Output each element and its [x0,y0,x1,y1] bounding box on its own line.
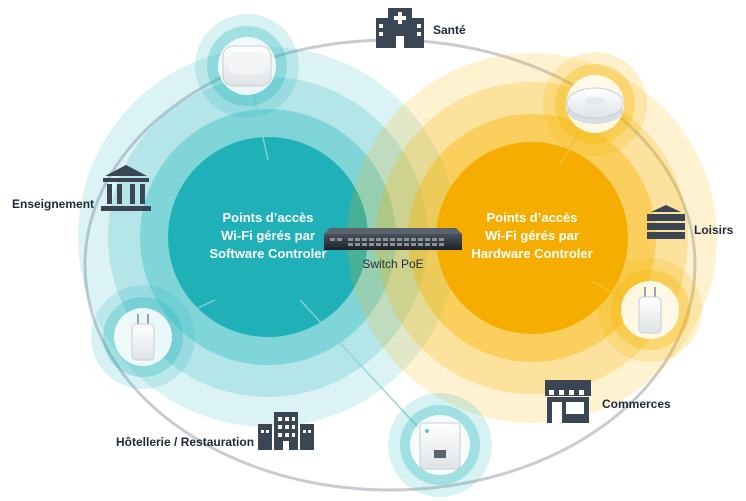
hotel-icon [258,412,314,450]
right-hub-text: Points d’accès Wi-Fi gérés par Hardware … [471,210,592,261]
right-hub-line-2: Wi-Fi gérés par [485,228,579,243]
right-hub-line-3: Hardware Controler [471,246,592,261]
store-icon [545,380,591,423]
stadium-icon [647,205,685,239]
wall-plate-ap-icon [419,422,461,470]
switch-label: Switch PoE [362,257,423,271]
hospital-icon [376,8,424,48]
sector-label-enseignement: Enseignement [12,197,94,211]
outdoor-ap-icon [638,287,662,334]
sector-label-hotellerie: Hôtellerie / Restauration [116,435,254,449]
sector-label-loisirs: Loisirs [694,223,734,237]
school-icon [101,165,151,211]
right-hub-line-1: Points d’accès [486,210,577,225]
sector-label-commerces: Commerces [602,397,671,411]
outdoor-ap-icon [131,314,155,361]
software-coverage [78,47,458,427]
left-hub-line-2: Wi-Fi gérés par [221,228,315,243]
network-switch-icon [324,228,462,250]
ceiling-ap-icon [566,87,624,124]
left-hub-line-1: Points d’accès [222,210,313,225]
sector-label-sante: Santé [433,23,466,37]
left-hub-line-3: Software Controler [209,246,326,261]
hardware-coverage [347,53,717,423]
left-hub-text: Points d’accès Wi-Fi gérés par Software … [209,210,326,261]
ap-halo-outdoor-left [91,285,195,389]
ceiling-ap-icon [222,45,272,87]
